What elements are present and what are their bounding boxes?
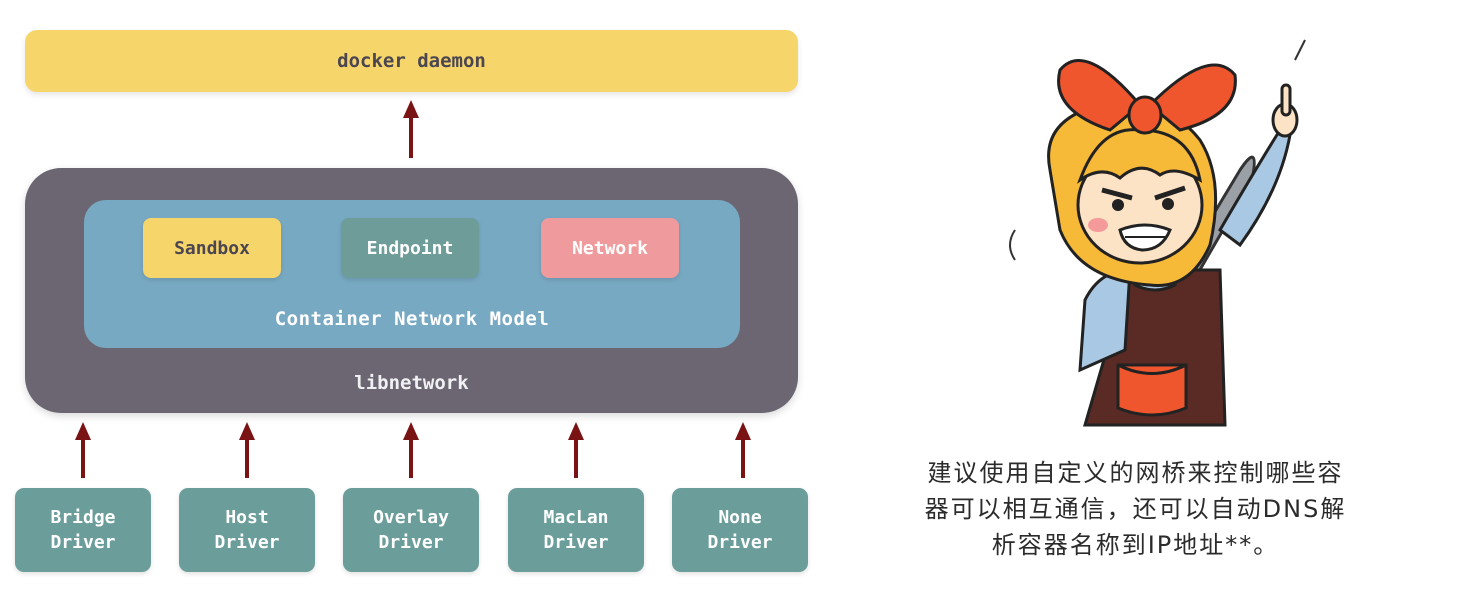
none-driver-box: None Driver <box>672 488 808 572</box>
docker-daemon-label: docker daemon <box>337 50 486 72</box>
driver-name: Host <box>225 507 269 528</box>
arrow-up-to-daemon <box>403 100 419 158</box>
network-box: Network <box>541 218 679 278</box>
overlay-driver-box: Overlay Driver <box>343 488 479 572</box>
docker-daemon-box: docker daemon <box>25 30 798 92</box>
caption-line-1: 建议使用自定义的网桥来控制哪些容 <box>927 459 1344 487</box>
maclan-driver-box: MacLan Driver <box>508 488 644 572</box>
driver-suffix: Driver <box>543 532 609 553</box>
host-driver-box: Host Driver <box>179 488 315 572</box>
driver-name: Bridge <box>50 507 116 528</box>
arrow-up-overlay <box>403 422 419 478</box>
driver-name: MacLan <box>543 507 609 528</box>
bridge-driver-box: Bridge Driver <box>15 488 151 572</box>
network-label: Network <box>572 237 648 259</box>
caption-text: 建议使用自定义的网桥来控制哪些容 器可以相互通信，还可以自动DNS解 析容器名称… <box>868 455 1403 563</box>
arrow-up-bridge <box>75 422 91 478</box>
caption-line-3: 析容器名称到IP地址**。 <box>991 531 1280 559</box>
sandbox-label: Sandbox <box>174 237 250 259</box>
arrow-up-maclan <box>568 422 584 478</box>
driver-name: None <box>718 507 762 528</box>
arrow-up-host <box>239 422 255 478</box>
sandbox-box: Sandbox <box>143 218 281 278</box>
driver-suffix: Driver <box>378 532 444 553</box>
driver-name: Overlay <box>373 507 449 528</box>
cartoon-girl-illustration <box>1009 39 1306 427</box>
endpoint-label: Endpoint <box>366 237 454 259</box>
driver-suffix: Driver <box>50 532 116 553</box>
driver-suffix: Driver <box>707 532 773 553</box>
arrow-up-none <box>735 422 751 478</box>
endpoint-box: Endpoint <box>341 218 479 278</box>
cnm-label: Container Network Model <box>274 308 550 330</box>
driver-suffix: Driver <box>214 532 280 553</box>
caption-line-2: 器可以相互通信，还可以自动DNS解 <box>924 495 1347 523</box>
libnetwork-label: libnetwork <box>354 372 469 394</box>
